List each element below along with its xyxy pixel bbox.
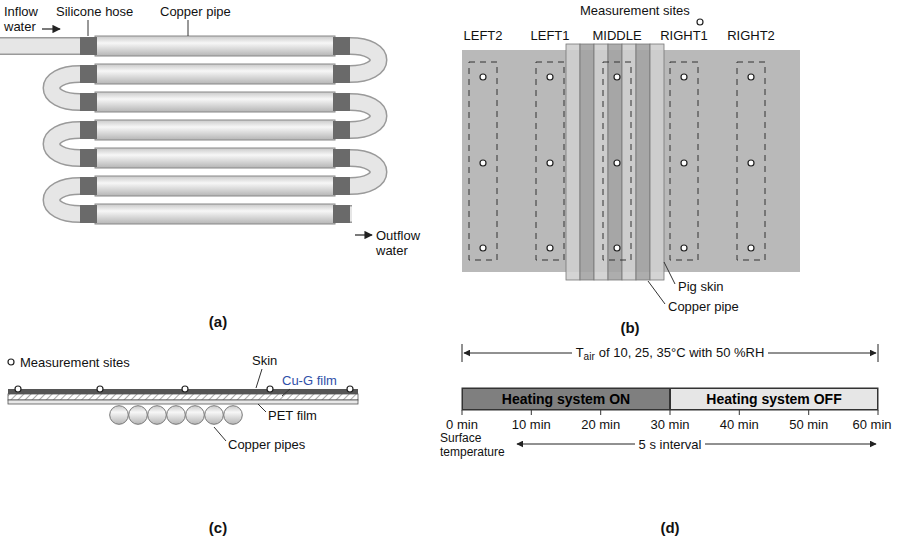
label: 40 min bbox=[720, 417, 759, 432]
label: Measurement sites bbox=[580, 3, 690, 18]
panel-letter: (a) bbox=[209, 314, 227, 329]
label: Copper pipe bbox=[160, 4, 231, 19]
label: PET film bbox=[268, 408, 317, 423]
band-text: Heating system ON bbox=[502, 391, 630, 407]
label: Copper pipes bbox=[228, 437, 305, 452]
label: Inflow water bbox=[4, 4, 56, 34]
t-symbol: T bbox=[576, 345, 584, 360]
label: Outflow water bbox=[376, 228, 432, 258]
panel-letter: (d) bbox=[660, 520, 679, 535]
panel-letter: (b) bbox=[620, 320, 639, 335]
label: MIDDLE bbox=[592, 28, 641, 43]
band-text: Heating system OFF bbox=[706, 391, 841, 407]
label: 10 min bbox=[512, 417, 551, 432]
condition-text: of 10, 25, 35°C with 50 %RH bbox=[599, 345, 765, 360]
label: RIGHT2 bbox=[727, 28, 775, 43]
heating-phase-band: Heating system OFF bbox=[670, 388, 878, 410]
label: Silicone hose bbox=[56, 4, 133, 19]
label: Cu-G film bbox=[282, 373, 337, 388]
label: 20 min bbox=[581, 417, 620, 432]
label: 60 min bbox=[852, 417, 891, 432]
panel-letter: (c) bbox=[209, 520, 227, 535]
label: 5 s interval bbox=[635, 437, 706, 452]
air-condition-line: Tair of 10, 25, 35°C with 50 %RH bbox=[572, 345, 769, 364]
label: Measurement sites bbox=[20, 355, 130, 370]
heating-phase-band: Heating system ON bbox=[462, 388, 670, 410]
label: Surface temperature bbox=[440, 431, 514, 459]
label: 50 min bbox=[789, 417, 828, 432]
label: 30 min bbox=[650, 417, 689, 432]
label: Pig skin bbox=[678, 279, 724, 294]
label: 0 min bbox=[446, 417, 478, 432]
label: LEFT1 bbox=[530, 28, 569, 43]
label: Copper pipe bbox=[668, 299, 739, 314]
label: RIGHT1 bbox=[660, 28, 708, 43]
subscript: air bbox=[584, 351, 595, 362]
label: Skin bbox=[252, 353, 277, 368]
label: LEFT2 bbox=[463, 28, 502, 43]
